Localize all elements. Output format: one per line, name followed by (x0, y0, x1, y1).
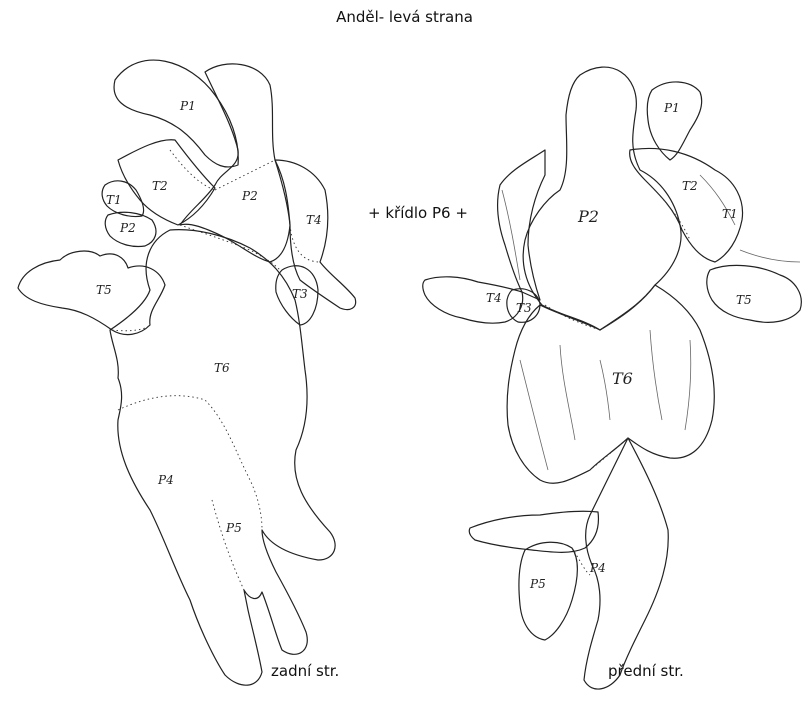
front-label-t3: T3 (516, 301, 532, 315)
back-figure: P1 P2 T2 T1 P2 T4 T3 T5 T6 P4 P5 (18, 60, 356, 685)
front-label-p4: P4 (589, 561, 606, 575)
back-label-p2-small: P2 (119, 221, 136, 235)
back-label-t5: T5 (96, 283, 112, 297)
front-label-p1: P1 (663, 101, 680, 115)
front-p2-outline (523, 67, 681, 330)
front-label-t6: T6 (612, 369, 633, 388)
back-label-t4: T4 (306, 213, 322, 227)
front-p5-outline (519, 542, 577, 640)
back-label-t3: T3 (292, 287, 308, 301)
front-label-t1: T1 (722, 207, 738, 221)
front-label-t4: T4 (486, 291, 502, 305)
back-label-t6: T6 (214, 361, 230, 375)
back-label-p2: P2 (241, 189, 258, 203)
front-label-p2: P2 (577, 207, 599, 226)
back-label-p4: P4 (157, 473, 174, 487)
front-label-p5: P5 (529, 577, 546, 591)
back-label-p1: P1 (179, 99, 196, 113)
front-t5-outline (707, 265, 802, 322)
front-figure: P1 P2 T2 T1 T4 T3 T5 T6 P4 P5 (423, 67, 802, 689)
back-label-p5: P5 (225, 521, 242, 535)
front-t6-outline (507, 285, 714, 483)
back-label-t2: T2 (152, 179, 168, 193)
back-p1-outline (114, 60, 238, 167)
back-p2-outline (180, 64, 290, 262)
front-lower-drape-outline (469, 511, 598, 552)
front-label-t2: T2 (682, 179, 698, 193)
back-t5-outline (18, 251, 165, 335)
front-t4-outline (423, 277, 523, 323)
front-t2-outline (630, 148, 743, 262)
back-label-t1: T1 (106, 193, 122, 207)
front-left-sleeve-outline (498, 150, 545, 300)
back-t4-outline (275, 160, 356, 310)
front-label-t5: T5 (736, 293, 752, 307)
